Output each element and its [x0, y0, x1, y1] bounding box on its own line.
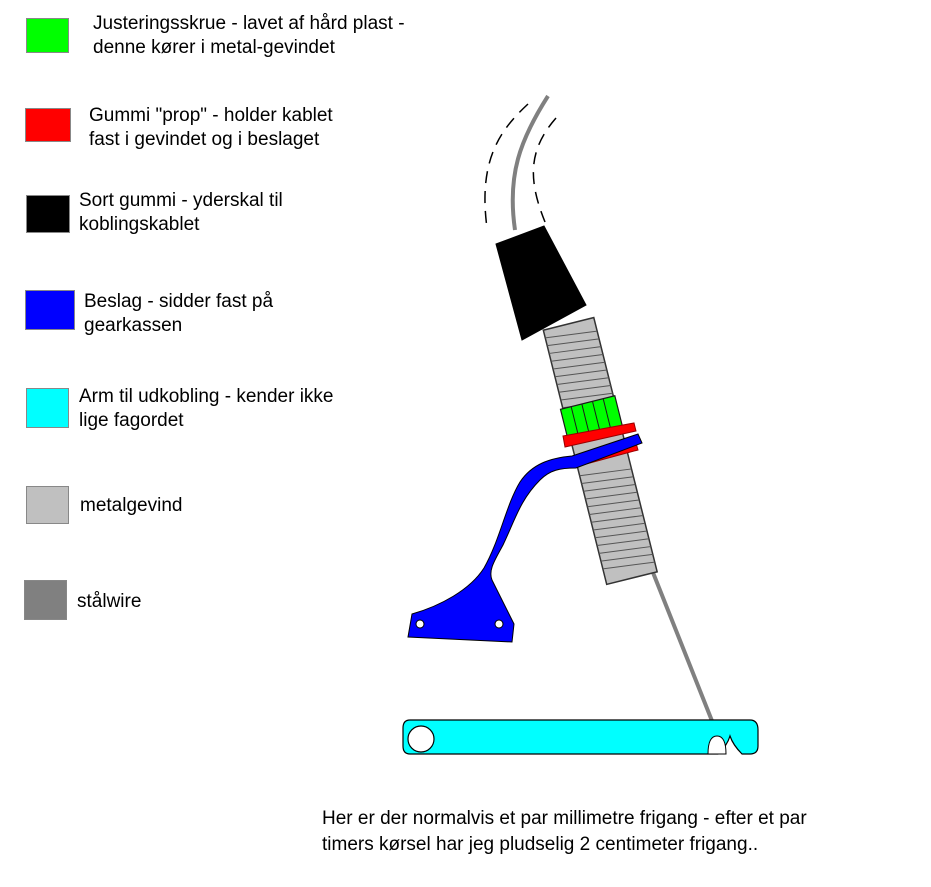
bracket-hole-left — [415, 619, 425, 629]
rubber-plug-upper — [562, 422, 637, 448]
legend-swatch-dark-gray — [24, 580, 67, 620]
release-arm-pivot-hole — [407, 725, 435, 753]
legend-item-rubber-plug: Gummi "prop" - holder kablet fast i gevi… — [0, 0, 460, 150]
steel-wire-bottom — [646, 559, 720, 737]
legend-label-adjusting-screw: Justeringsskrue - lavet af hård plast - … — [93, 13, 405, 58]
legend-item-bracket: Beslag - sidder fast på gearkassen — [0, 0, 460, 336]
legend-swatch-red — [25, 108, 71, 142]
legend-label-metal-thread: metalgevind — [80, 495, 183, 516]
legend-label-rubber-plug: Gummi "prop" - holder kablet fast i gevi… — [89, 105, 333, 150]
cable-flex-dash-left — [484, 103, 529, 229]
legend-label-steel-wire: stålwire — [77, 591, 142, 612]
legend-swatch-blue — [25, 290, 75, 330]
legend-swatch-black — [26, 195, 70, 233]
legend-label-black-rubber: Sort gummi - yderskal til koblingskablet — [79, 190, 283, 235]
bracket-hole-right — [494, 619, 504, 629]
legend-item-release-arm: Arm til udkobling - kender ikke lige fag… — [0, 0, 460, 431]
gearbox-bracket — [407, 433, 643, 643]
cable-flex-dash-right — [532, 117, 557, 223]
legend-swatch-light-gray — [26, 486, 69, 524]
legend-label-release-arm: Arm til udkobling - kender ikke lige fag… — [79, 386, 334, 431]
steel-wire-top — [510, 94, 550, 231]
legend-item-black-rubber: Sort gummi - yderskal til koblingskablet — [0, 0, 460, 235]
legend-label-bracket: Beslag - sidder fast på gearkassen — [84, 291, 274, 336]
legend-swatch-cyan — [26, 388, 69, 428]
black-rubber-boot — [495, 225, 587, 341]
legend-item-steel-wire: stålwire — [0, 0, 460, 620]
clutch-release-arm — [402, 719, 759, 755]
release-arm-cable-notch — [707, 735, 727, 755]
legend-swatch-green — [26, 18, 69, 53]
legend-item-adjusting-screw: Justeringsskrue - lavet af hård plast - … — [0, 0, 460, 60]
diagram-caption: Her er der normalvis et par millimetre f… — [322, 808, 807, 855]
legend-item-metal-thread: metalgevind — [0, 0, 460, 524]
